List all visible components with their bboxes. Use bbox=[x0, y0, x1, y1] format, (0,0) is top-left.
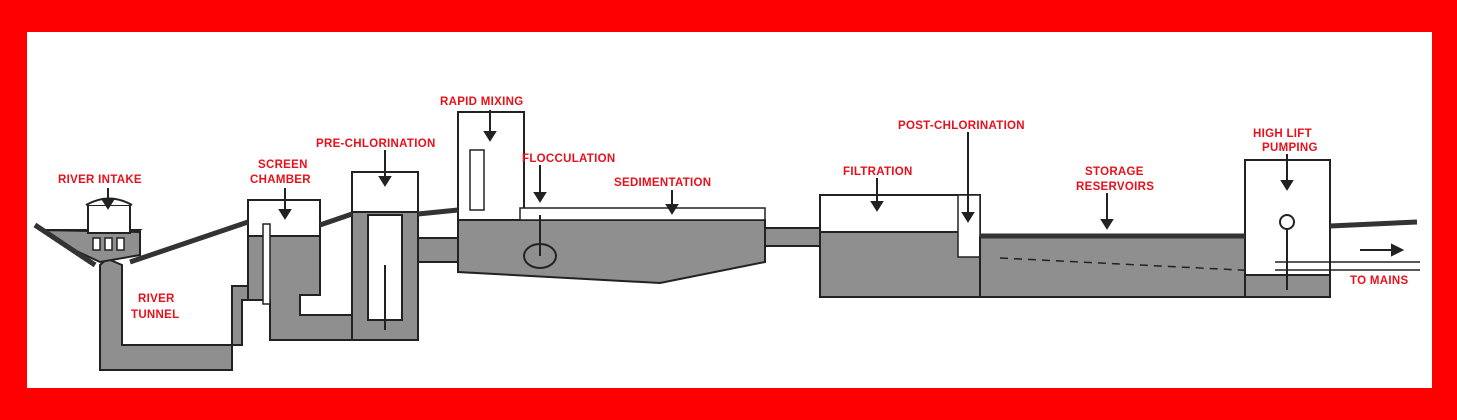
label-river-intake: RIVER INTAKE bbox=[58, 174, 142, 186]
label-sedimentation: SEDIMENTATION bbox=[614, 177, 711, 189]
label-flocculation: FLOCCULATION bbox=[522, 153, 615, 165]
label-storage-line2: RESERVOIRS bbox=[1076, 181, 1154, 193]
label-arrows bbox=[101, 110, 1405, 257]
label-screen-chamber-line2: CHAMBER bbox=[250, 174, 311, 186]
label-screen-chamber-line1: SCREEN bbox=[258, 159, 308, 171]
pipe-2 bbox=[764, 227, 823, 247]
label-high-lift-line1: HIGH LIFT bbox=[1253, 128, 1312, 140]
label-high-lift-line2: PUMPING bbox=[1262, 142, 1318, 154]
label-pre-chlorination: PRE-CHLORINATION bbox=[316, 138, 436, 150]
label-river-tunnel-line1: RIVER bbox=[138, 293, 175, 305]
label-storage-line1: STORAGE bbox=[1085, 166, 1144, 178]
ground-texture bbox=[33, 207, 1418, 268]
intake-tower bbox=[87, 204, 131, 234]
label-river-tunnel-line2: TUNNEL bbox=[131, 309, 179, 321]
label-filtration: FILTRATION bbox=[843, 166, 913, 178]
label-post-chlorination: POST-CHLORINATION bbox=[898, 120, 1025, 132]
label-to-mains: TO MAINS bbox=[1350, 275, 1408, 287]
pipe-1 bbox=[417, 237, 463, 263]
filtration-tank bbox=[819, 231, 981, 298]
label-rapid-mixing: RAPID MIXING bbox=[440, 96, 523, 108]
